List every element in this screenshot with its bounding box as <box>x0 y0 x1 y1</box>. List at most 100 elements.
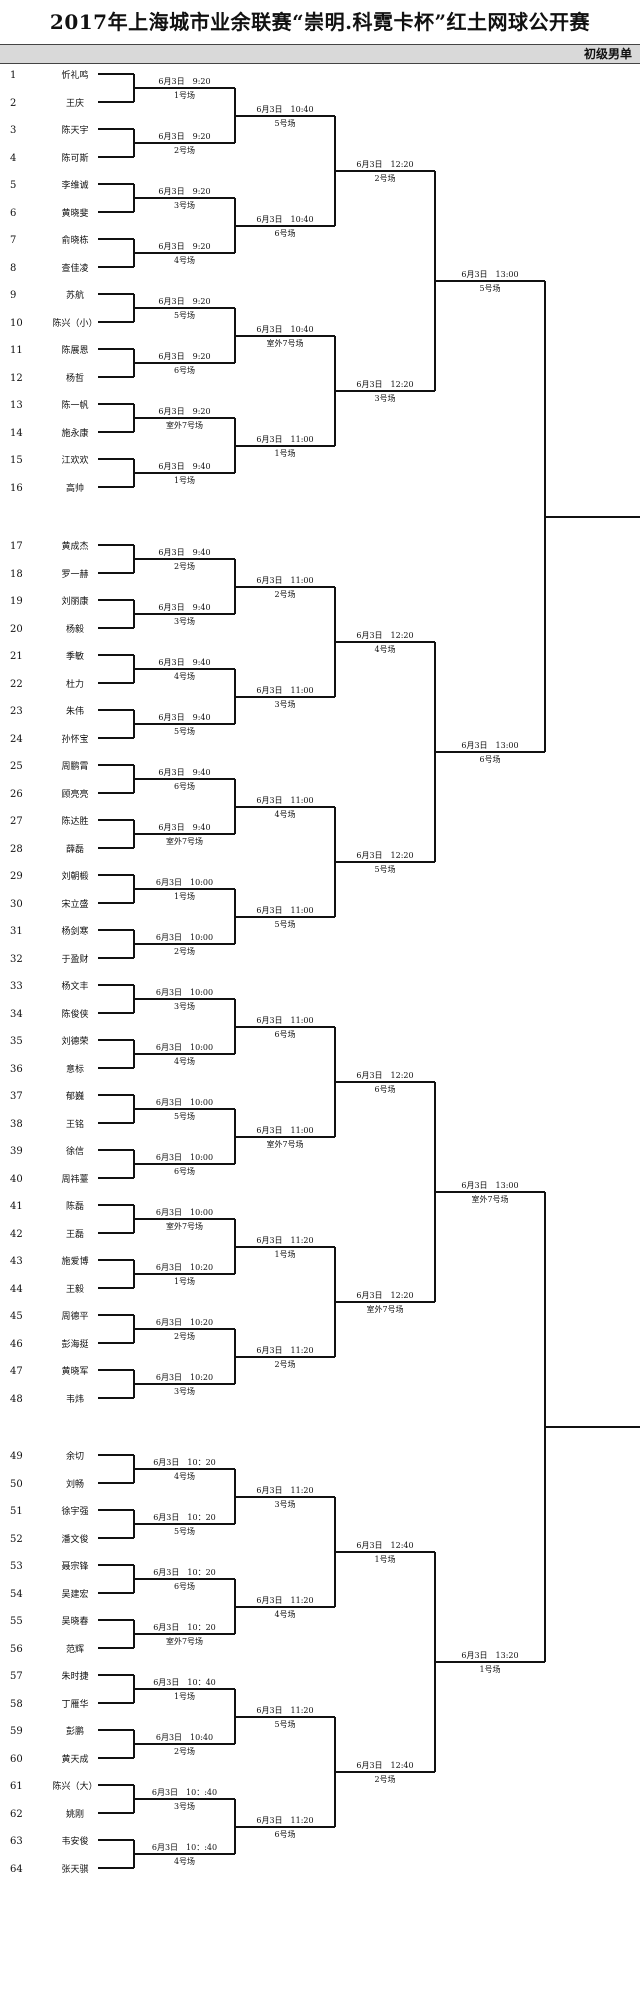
round2-court: 3号场 <box>274 700 295 709</box>
round1-court: 3号场 <box>174 1802 195 1811</box>
round1-court: 3号场 <box>174 1002 195 1011</box>
round1-time: 6月3日 9:20 <box>158 242 210 251</box>
round1-court: 4号场 <box>174 1057 195 1066</box>
player-name: 陈一帆 <box>61 399 88 411</box>
player-seed: 63 <box>10 1836 23 1847</box>
player-name: 黄天成 <box>61 1753 88 1765</box>
round1-court: 1号场 <box>174 1277 195 1286</box>
player-seed: 24 <box>10 734 23 745</box>
round1-time: 6月3日 10:20 <box>156 1263 213 1272</box>
round3-court: 3号场 <box>374 394 395 403</box>
round1-time: 6月3日 10:20 <box>156 1373 213 1382</box>
round1-time: 6月3日 10:00 <box>156 1208 213 1217</box>
player-seed: 44 <box>10 1284 23 1295</box>
round1-court: 4号场 <box>174 1857 195 1866</box>
round1-court: 2号场 <box>174 947 195 956</box>
round1-court: 1号场 <box>174 91 195 100</box>
player-seed: 40 <box>10 1174 23 1185</box>
round2-court: 1号场 <box>274 1250 295 1259</box>
player-seed: 8 <box>10 263 16 274</box>
player-name: 查佳凌 <box>61 262 88 274</box>
round3-time: 6月3日 12:20 <box>356 1071 413 1080</box>
player-name: 王铭 <box>66 1118 84 1130</box>
round2-court: 室外7号场 <box>266 338 303 348</box>
round1-time: 6月3日 9:40 <box>158 548 210 557</box>
player-seed: 57 <box>10 1671 23 1682</box>
player-name: 刘德荣 <box>61 1035 88 1047</box>
round2-time: 6月3日 11:00 <box>256 796 313 805</box>
round4-court: 1号场 <box>479 1665 500 1674</box>
player-seed: 4 <box>10 153 16 164</box>
player-name: 朱伟 <box>66 705 84 717</box>
player-seed: 5 <box>10 180 16 191</box>
player-seed: 33 <box>10 981 23 992</box>
round3-court: 2号场 <box>374 174 395 183</box>
player-name: 朱时捷 <box>61 1670 88 1682</box>
player-name: 韦炜 <box>66 1393 84 1405</box>
round2-time: 6月3日 11:00 <box>256 435 313 444</box>
round1-time: 6月3日 10：20 <box>153 1568 216 1577</box>
round3-court: 1号场 <box>374 1555 395 1564</box>
round1-time: 6月3日 10:00 <box>156 1098 213 1107</box>
player-seed: 23 <box>10 706 23 717</box>
player-seed: 58 <box>10 1699 23 1710</box>
round2-court: 6号场 <box>274 1830 295 1839</box>
round1-time: 6月3日 10：20 <box>153 1513 216 1522</box>
player-name: 潘文俊 <box>61 1533 88 1545</box>
round1-court: 6号场 <box>174 782 195 791</box>
round1-time: 6月3日 9:20 <box>158 187 210 196</box>
round3-time: 6月3日 12:20 <box>356 851 413 860</box>
player-seed: 60 <box>10 1754 23 1765</box>
player-seed: 61 <box>10 1781 23 1792</box>
player-seed: 51 <box>10 1506 23 1517</box>
player-seed: 12 <box>10 373 23 384</box>
round2-time: 6月3日 11:00 <box>256 1126 313 1135</box>
round1-time: 6月3日 10:00 <box>156 878 213 887</box>
round2-court: 5号场 <box>274 119 295 128</box>
player-name: 周鹏霄 <box>61 760 88 772</box>
round1-time: 6月3日 9:20 <box>158 352 210 361</box>
player-seed: 15 <box>10 455 23 466</box>
round1-court: 5号场 <box>174 311 195 320</box>
round4-court: 5号场 <box>479 284 500 293</box>
player-seed: 41 <box>10 1201 23 1212</box>
round1-court: 1号场 <box>174 892 195 901</box>
round4-time: 6月3日 13:20 <box>461 1651 518 1660</box>
player-seed: 2 <box>10 98 16 109</box>
player-seed: 38 <box>10 1119 23 1130</box>
player-seed: 16 <box>10 483 23 494</box>
player-name: 李维诚 <box>61 179 88 191</box>
round1-time: 6月3日 10:20 <box>156 1318 213 1327</box>
player-seed: 50 <box>10 1479 23 1490</box>
round1-time: 6月3日 9:40 <box>158 713 210 722</box>
player-name: 高帅 <box>66 482 84 494</box>
round1-court: 4号场 <box>174 672 195 681</box>
player-seed: 21 <box>10 651 23 662</box>
round1-time: 6月3日 9:40 <box>158 462 210 471</box>
player-seed: 13 <box>10 400 23 411</box>
player-name: 施永康 <box>61 427 88 439</box>
player-name: 顾亮亮 <box>61 788 88 800</box>
round1-court: 4号场 <box>174 256 195 265</box>
round2-time: 6月3日 11:00 <box>256 576 313 585</box>
round2-court: 室外7号场 <box>266 1139 303 1149</box>
player-name: 周祎薹 <box>61 1173 88 1185</box>
player-name: 彭鹏 <box>66 1725 84 1737</box>
player-name: 周德平 <box>61 1310 88 1322</box>
round3-court: 室外7号场 <box>366 1304 403 1314</box>
round1-time: 6月3日 10：20 <box>153 1458 216 1467</box>
player-name: 张天骐 <box>61 1863 88 1875</box>
round3-court: 5号场 <box>374 865 395 874</box>
player-name: 刘畅 <box>66 1478 84 1490</box>
player-name: 黄成杰 <box>61 540 88 552</box>
player-seed: 10 <box>10 318 23 329</box>
round1-court: 3号场 <box>174 201 195 210</box>
player-name: 吴晓春 <box>61 1615 88 1627</box>
round1-court: 5号场 <box>174 1112 195 1121</box>
round1-court: 6号场 <box>174 366 195 375</box>
round2-time: 6月3日 10:40 <box>256 215 313 224</box>
player-seed: 59 <box>10 1726 23 1737</box>
player-seed: 54 <box>10 1589 23 1600</box>
player-seed: 14 <box>10 428 23 439</box>
player-seed: 31 <box>10 926 23 937</box>
